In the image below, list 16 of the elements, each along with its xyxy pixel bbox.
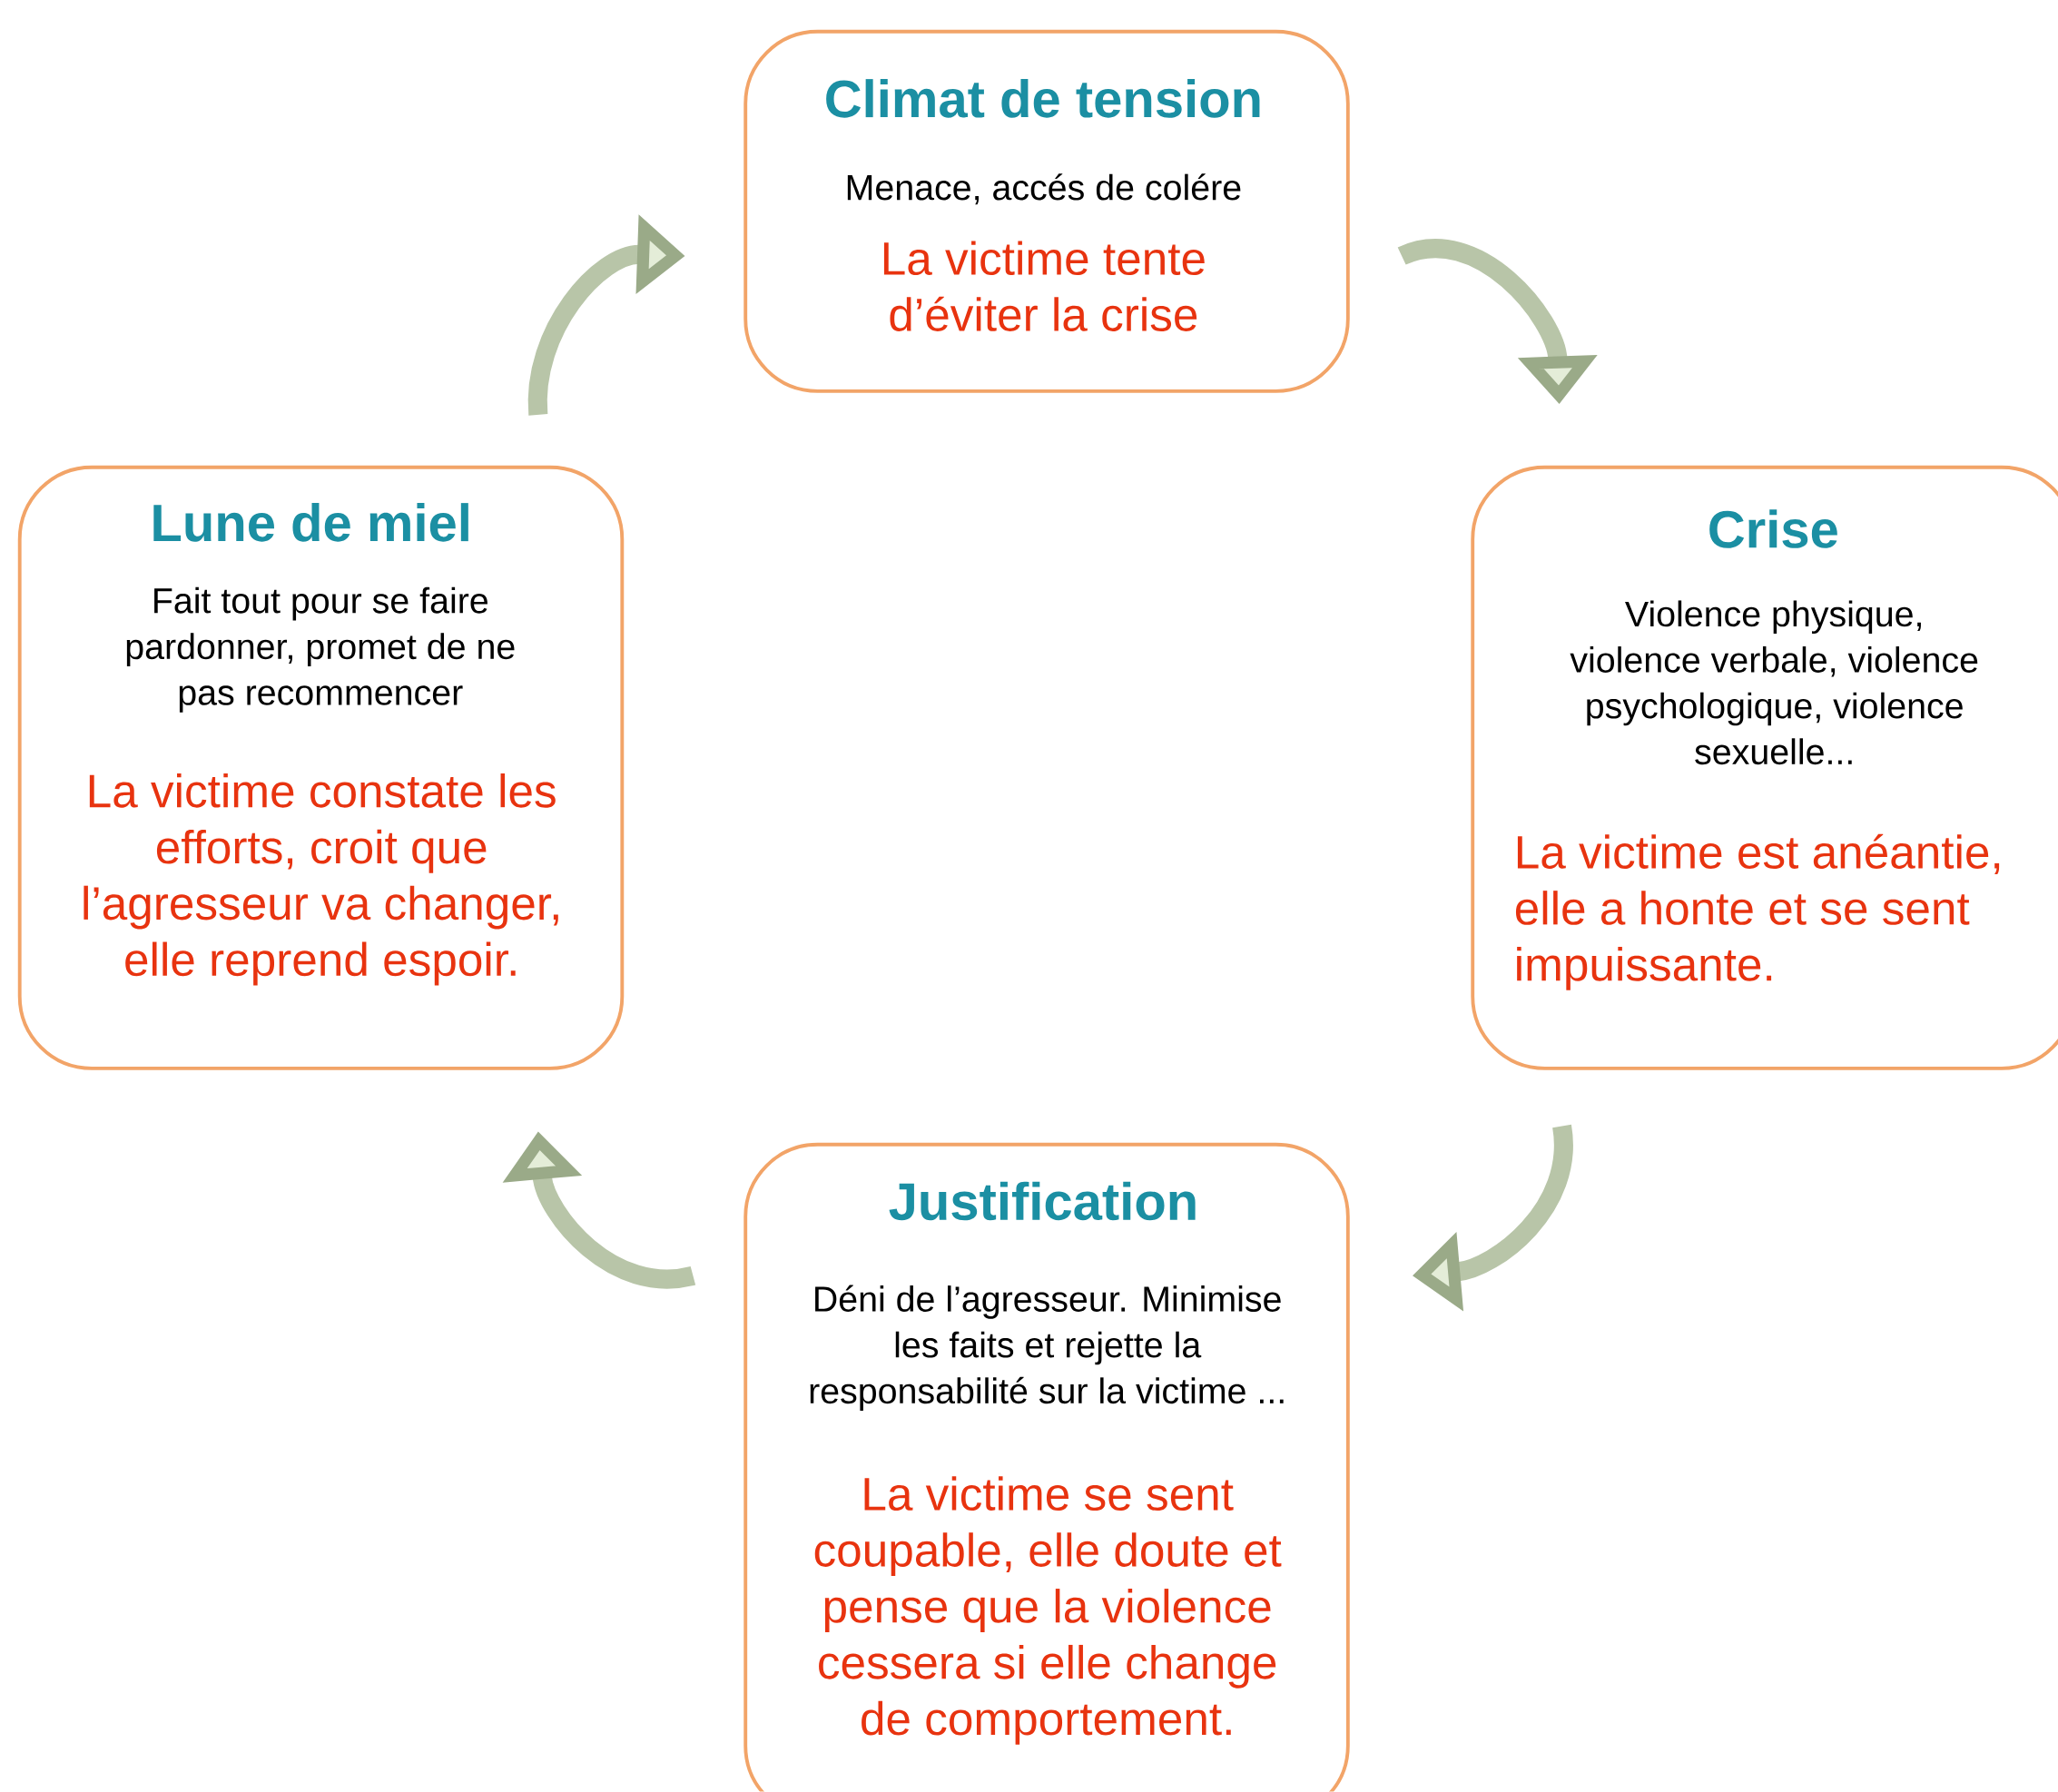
- stage-title: Crise: [1709, 509, 1837, 549]
- stage-box: [743, 1143, 1350, 1792]
- stage-title: Justification: [889, 1181, 1196, 1221]
- description: Fait tout pour se faire pardonner, promet de ne pas recommencer: [126, 587, 515, 713]
- stage-box: [743, 30, 1350, 393]
- victim-reaction: La victime constate les efforts, croit que l’agresseur va changer, elle reprend espoir.: [84, 773, 558, 986]
- description: Déni de l’agresseur. Minimise les faits et rejette la responsabilité sur la victime ...: [810, 1285, 1284, 1412]
- victim-reaction: La victime est anéantie, elle a honte et se sent impuissante.: [1515, 833, 2000, 991]
- description: Violence physique, violence verbale, violence psychologique, violence sexuelle...: [1570, 600, 1978, 765]
- victim-reaction: La victime se sent coupable, elle doute et pense que la violence cessera si elle change de comportement.: [814, 1476, 1282, 1745]
- stage-title: Climat de tension: [826, 79, 1260, 118]
- stage-title: Lune de miel: [153, 503, 468, 542]
- victim-reaction: La victime tente d’éviter la crise: [883, 241, 1205, 332]
- stage-box: [1471, 466, 2058, 1071]
- stage-box: [17, 466, 625, 1071]
- description: Menace, accés de colére: [847, 173, 1241, 205]
